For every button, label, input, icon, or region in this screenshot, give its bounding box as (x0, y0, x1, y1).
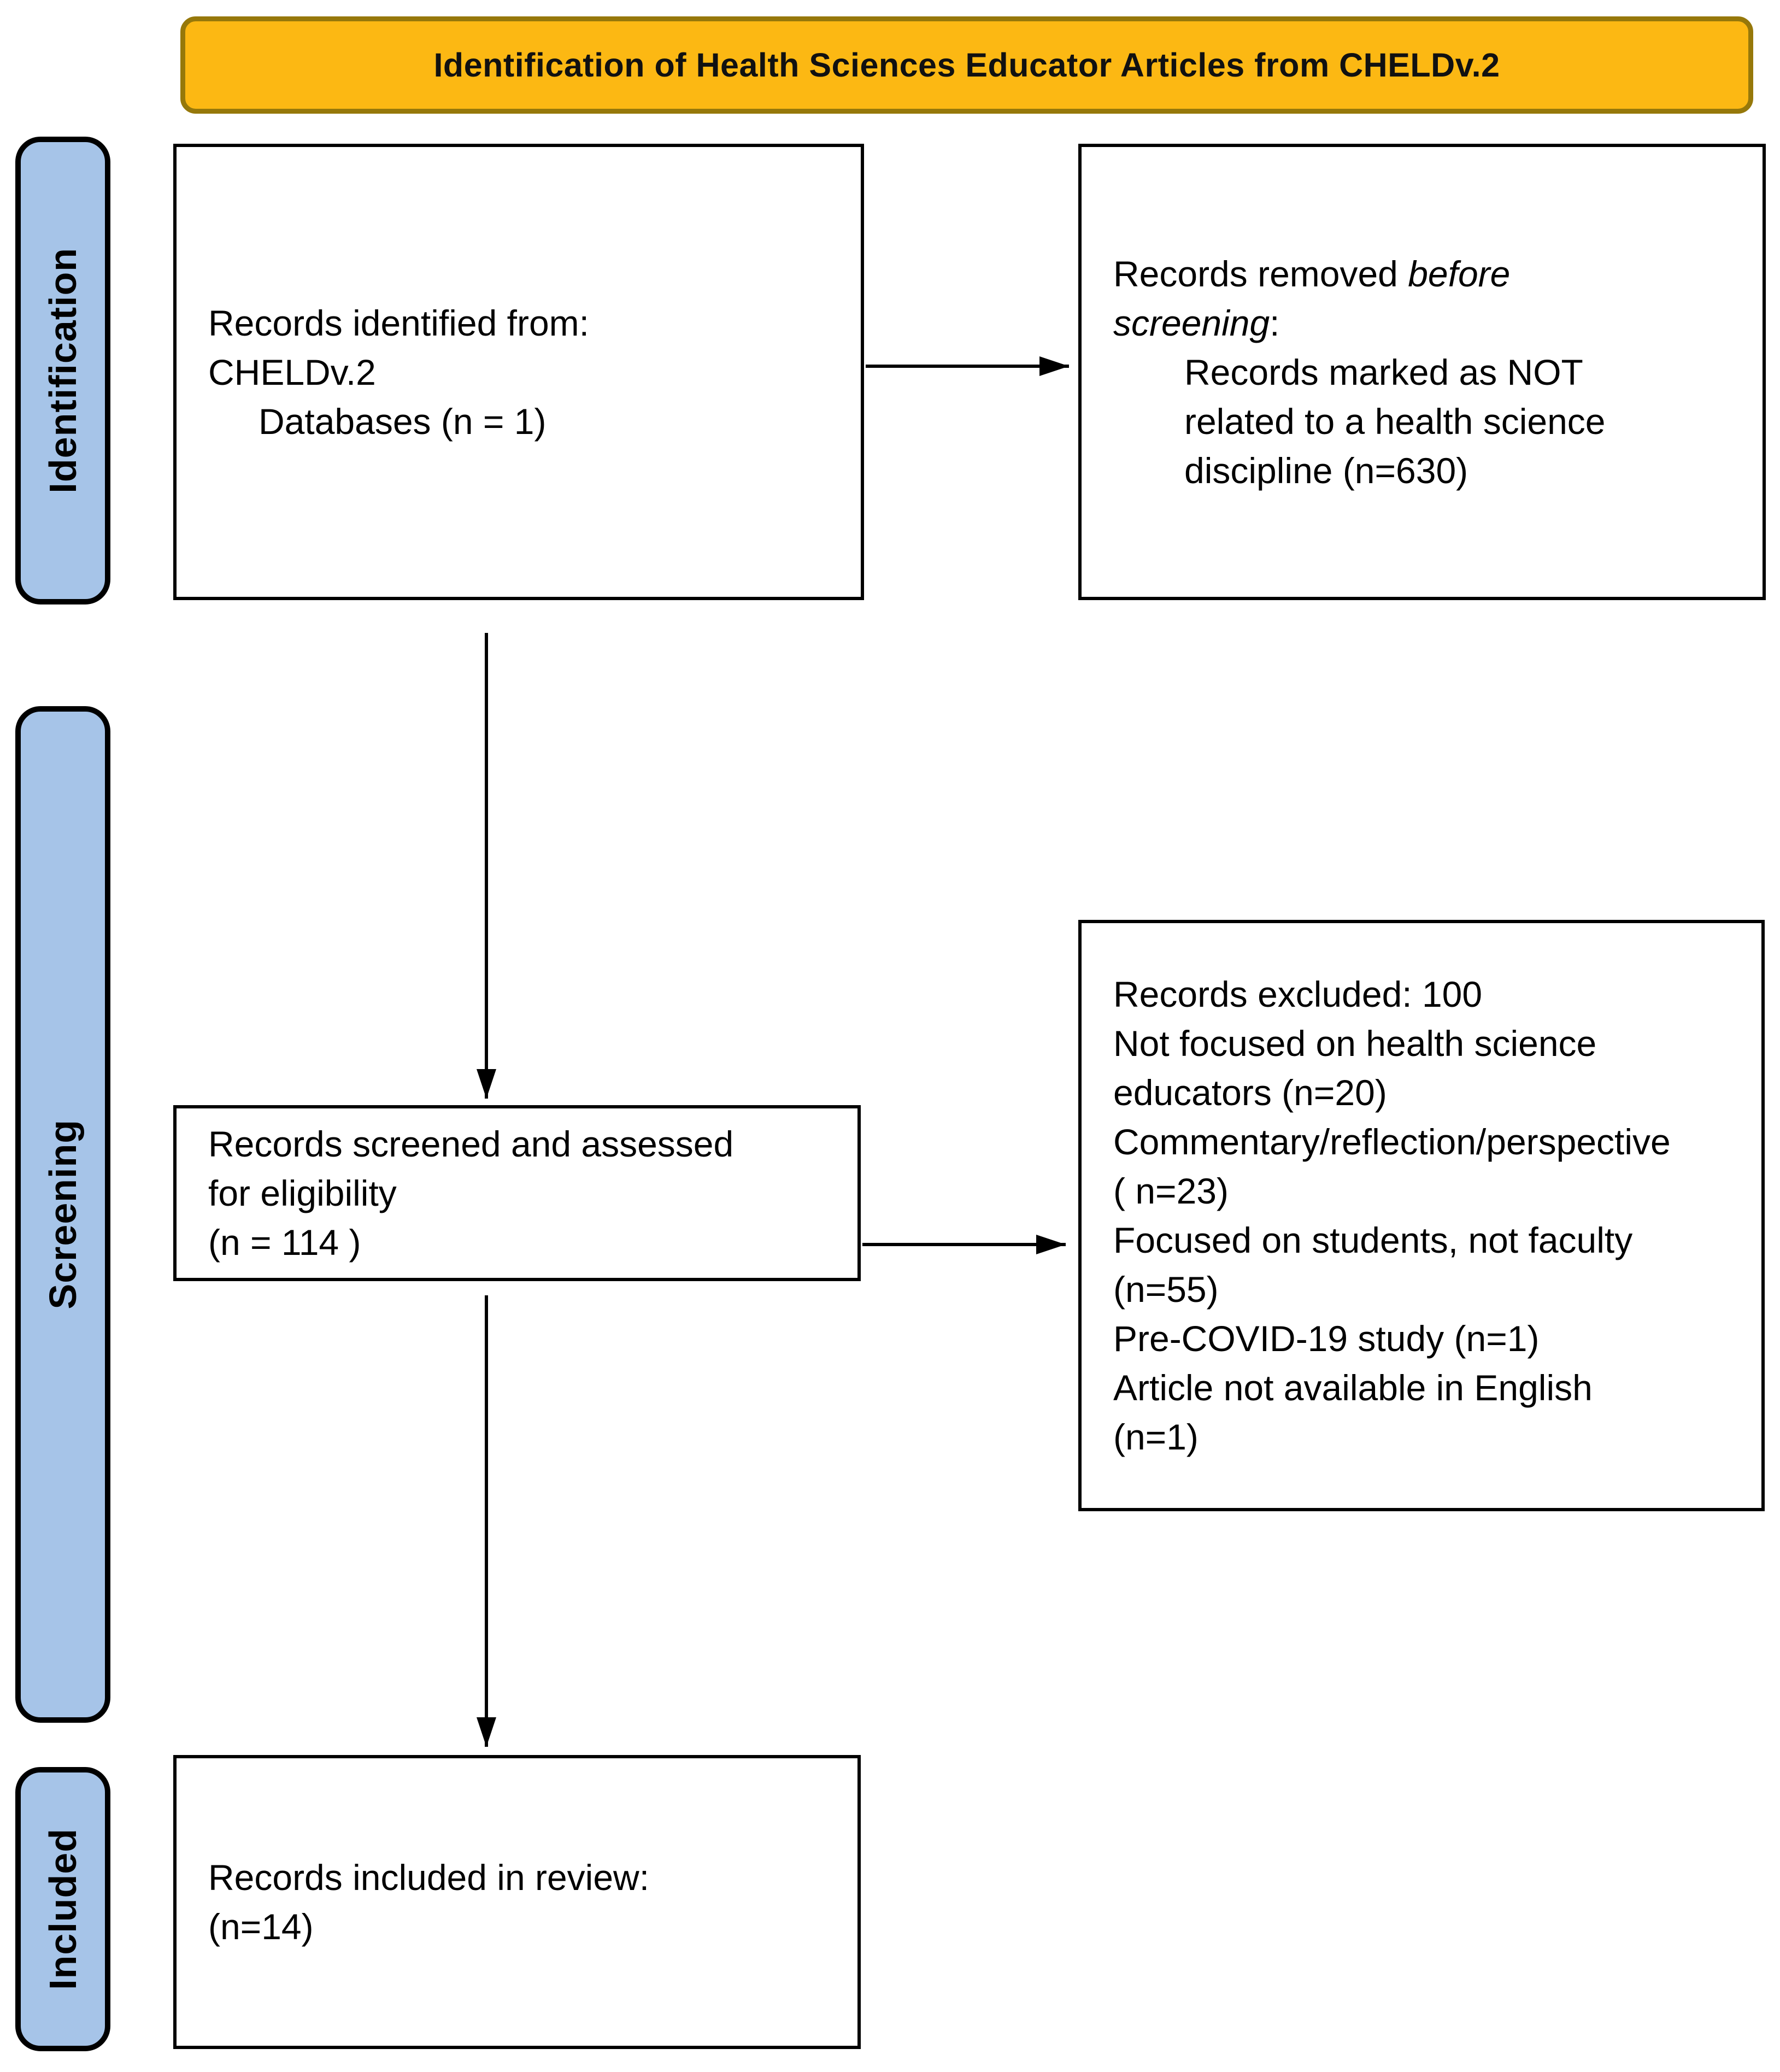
included-line: (n=14) (208, 1906, 314, 1947)
excluded-line: Records excluded: 100 (1113, 974, 1483, 1014)
stage-identification: Identification (15, 137, 110, 604)
excluded-line: Not focused on health science (1113, 1023, 1597, 1064)
title-banner: Identification of Health Sciences Educat… (180, 16, 1753, 114)
box-records-included: Records included in review: (n=14) (173, 1755, 861, 2049)
removed-line: screening: (1113, 298, 1747, 348)
stage-included: Included (15, 1767, 110, 2051)
excluded-line: (n=1) (1113, 1417, 1199, 1457)
removed-line-italic: before (1408, 253, 1511, 294)
excluded-line: educators (n=20) (1113, 1072, 1387, 1113)
screened-line: (n = 114 ) (208, 1222, 361, 1263)
stage-included-label: Included (42, 1828, 84, 1990)
excluded-line: Article not available in English (1113, 1367, 1593, 1408)
screened-line: for eligibility (208, 1173, 397, 1213)
screened-line: Records screened and assessed (208, 1124, 734, 1164)
excluded-line: Commentary/reflection/perspective (1113, 1122, 1671, 1162)
removed-detail-line: discipline (n=630) (1184, 450, 1468, 491)
identified-line: CHELDv.2 (208, 351, 376, 392)
included-line: Records included in review: (208, 1857, 650, 1898)
identified-line: Records identified from: (208, 302, 589, 343)
stage-screening-label: Screening (42, 1119, 84, 1310)
removed-line-italic: screening (1113, 302, 1270, 343)
removed-detail-line: Records marked as NOT (1184, 351, 1583, 392)
box-records-identified: Records identified from: CHELDv.2 Databa… (173, 144, 864, 600)
excluded-line: (n=55) (1113, 1269, 1219, 1310)
excluded-line: ( n=23) (1113, 1171, 1229, 1211)
removed-detail-line: related to a health science (1184, 401, 1606, 442)
removed-line-text: Records removed (1113, 253, 1408, 294)
excluded-line: Focused on students, not faculty (1113, 1220, 1633, 1260)
diagram-title: Identification of Health Sciences Educat… (433, 46, 1500, 84)
box-records-screened: Records screened and assessed for eligib… (173, 1105, 861, 1281)
box-records-excluded: Records excluded: 100 Not focused on hea… (1078, 920, 1765, 1511)
excluded-line: Pre-COVID-19 study (n=1) (1113, 1318, 1540, 1359)
stage-identification-label: Identification (42, 248, 84, 494)
stage-screening: Screening (15, 706, 110, 1723)
box-records-removed: Records removed before screening: Record… (1078, 144, 1766, 600)
removed-line-text: : (1270, 302, 1280, 343)
removed-line: Records removed before (1113, 249, 1747, 298)
identified-line: Databases (n = 1) (259, 401, 547, 442)
